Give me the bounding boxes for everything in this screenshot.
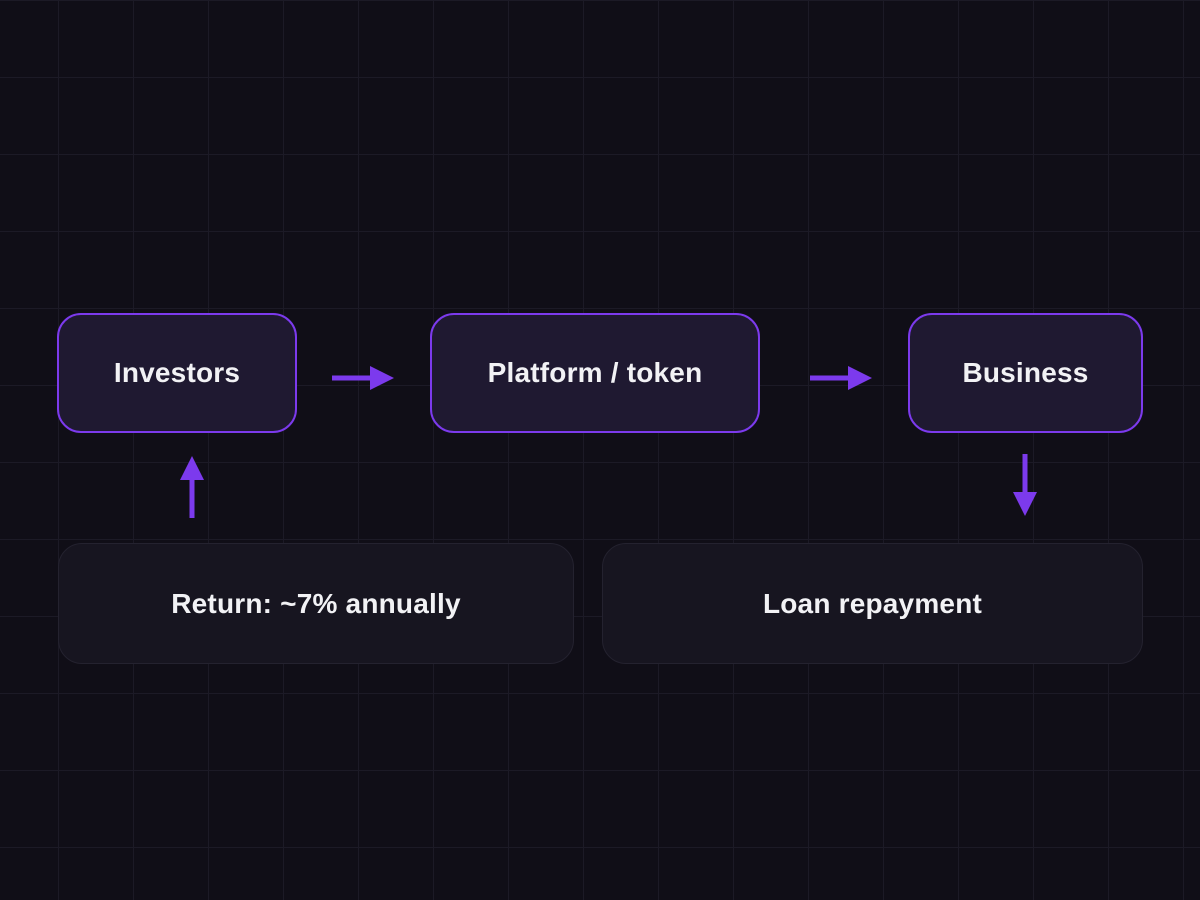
node-platform-token-label: Platform / token [487, 357, 703, 388]
node-loan-repayment-label: Loan repayment [762, 587, 983, 619]
node-loan-repayment[interactable]: Loan repayment [602, 543, 1143, 664]
node-investors-label: Investors [113, 357, 241, 388]
node-return-annually-label: Return: ~7% annually [171, 587, 461, 619]
arrow-right-platform-to-business-icon [806, 358, 876, 403]
node-business-label: Business [962, 357, 1089, 388]
arrow-right-investors-to-platform-icon [328, 358, 398, 403]
node-return-annually[interactable]: Return: ~7% annually [58, 543, 574, 664]
node-business[interactable]: Business [908, 313, 1143, 433]
node-platform-token[interactable]: Platform / token [430, 313, 760, 433]
arrow-down-business-to-loan-icon [1005, 450, 1045, 527]
node-investors[interactable]: Investors [57, 313, 297, 433]
arrow-up-return-to-investors-icon [172, 450, 212, 527]
